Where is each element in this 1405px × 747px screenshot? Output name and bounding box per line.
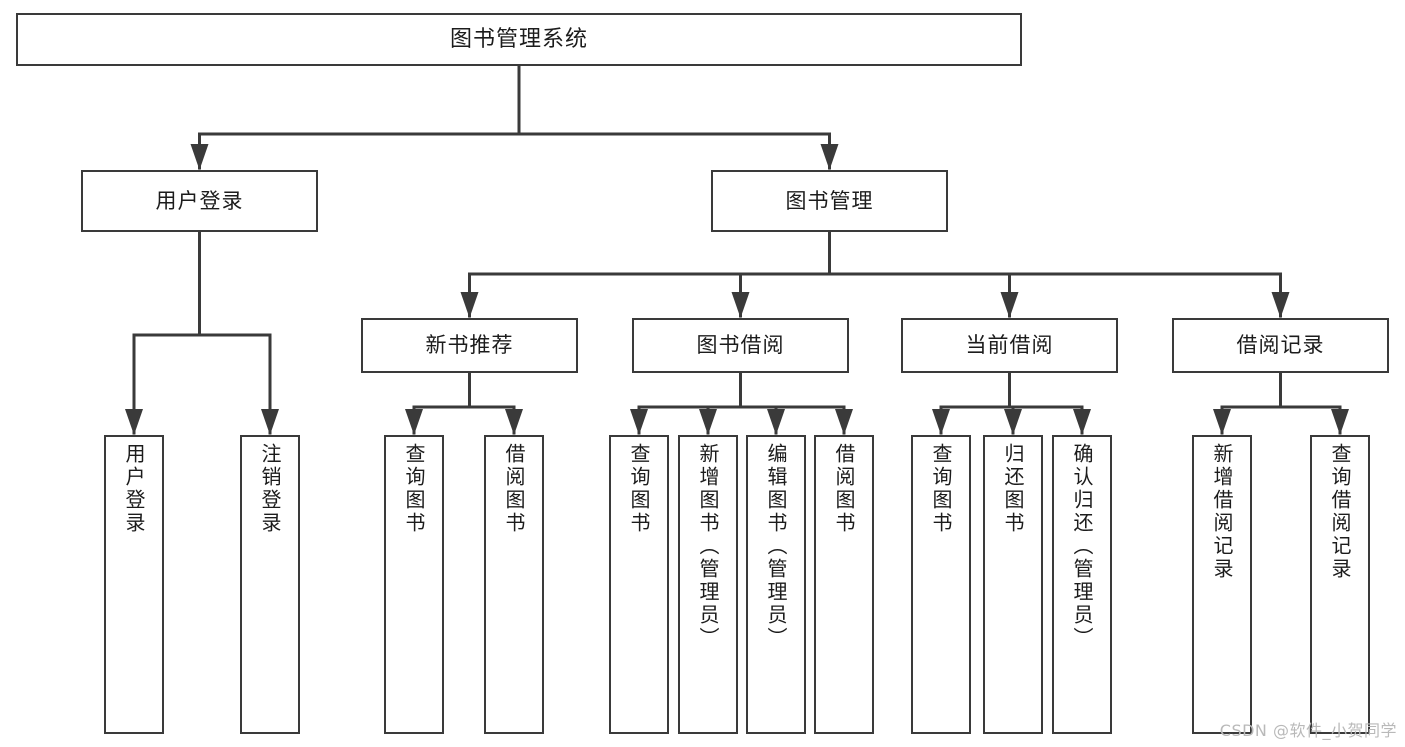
node-leaf-3[interactable]: 查询图书	[384, 435, 444, 734]
node-current[interactable]: 当前借阅	[901, 318, 1118, 373]
node-leaf-11[interactable]: 确认归还（管理员）	[1052, 435, 1112, 734]
node-leaf-4[interactable]: 借阅图书	[484, 435, 544, 734]
node-label: 图书管理系统	[449, 26, 588, 52]
node-label: 图书借阅	[696, 333, 785, 358]
node-leaf-12[interactable]: 新增借阅记录	[1192, 435, 1252, 734]
node-label: 新书推荐	[425, 333, 514, 358]
node-leaf-10[interactable]: 归还图书	[983, 435, 1043, 734]
node-label: 编辑图书（管理员）	[764, 443, 788, 650]
node-leaf-6[interactable]: 新增图书（管理员）	[678, 435, 738, 734]
node-label: 注销登录	[258, 443, 282, 535]
node-label: 用户登录	[155, 188, 244, 213]
node-leaf-8[interactable]: 借阅图书	[814, 435, 874, 734]
node-records[interactable]: 借阅记录	[1172, 318, 1389, 373]
node-root[interactable]: 图书管理系统	[16, 13, 1022, 66]
node-label: 查询借阅记录	[1328, 443, 1352, 581]
node-label: 新增借阅记录	[1210, 443, 1234, 581]
node-label: 图书管理	[785, 188, 874, 213]
node-label: 查询图书	[402, 443, 426, 535]
node-label: 借阅图书	[502, 443, 526, 535]
node-label: 查询图书	[627, 443, 651, 535]
node-borrow[interactable]: 图书借阅	[632, 318, 849, 373]
node-label: 当前借阅	[965, 333, 1054, 358]
node-login[interactable]: 用户登录	[81, 170, 318, 232]
node-label: 查询图书	[929, 443, 953, 535]
node-label: 归还图书	[1001, 443, 1025, 535]
node-leaf-13[interactable]: 查询借阅记录	[1310, 435, 1370, 734]
node-label: 借阅记录	[1236, 333, 1325, 358]
node-label: 新增图书（管理员）	[696, 443, 720, 650]
node-newbook[interactable]: 新书推荐	[361, 318, 578, 373]
node-leaf-5[interactable]: 查询图书	[609, 435, 669, 734]
node-leaf-9[interactable]: 查询图书	[911, 435, 971, 734]
node-label: 借阅图书	[832, 443, 856, 535]
watermark: CSDN @软件_小贺同学	[1219, 721, 1397, 740]
node-leaf-2[interactable]: 注销登录	[240, 435, 300, 734]
node-leaf-1[interactable]: 用户登录	[104, 435, 164, 734]
node-leaf-7[interactable]: 编辑图书（管理员）	[746, 435, 806, 734]
node-bookmgmt[interactable]: 图书管理	[711, 170, 948, 232]
node-label: 确认归还（管理员）	[1070, 443, 1094, 650]
node-label: 用户登录	[122, 443, 146, 535]
